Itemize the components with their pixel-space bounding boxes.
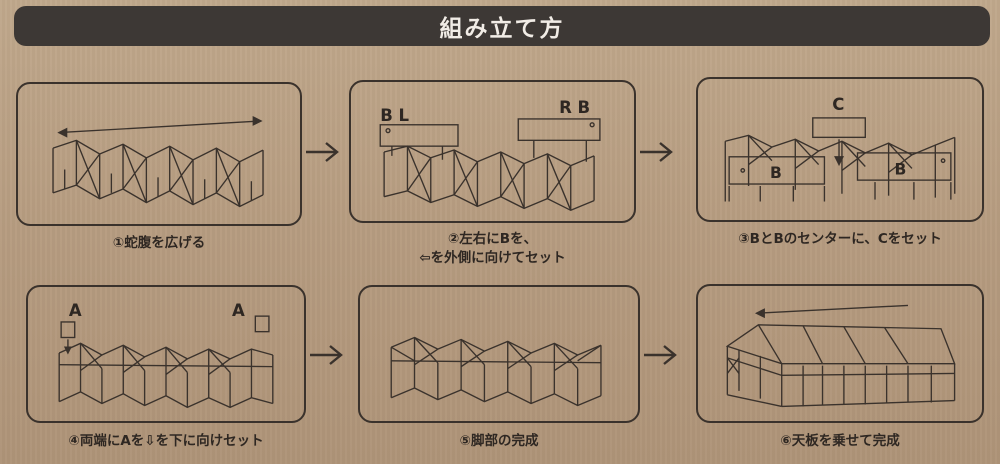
step-2-label-left: B L (380, 106, 409, 125)
step-1-illustration (52, 115, 264, 208)
step-5-illustration (390, 336, 602, 407)
step-3-caption: ③BとBのセンターに、Cをセット (738, 231, 942, 247)
arrow-right-icon (638, 140, 674, 164)
step-3-illustration: C (724, 95, 956, 202)
step-6-illustration (725, 304, 956, 408)
page-title: 組み立て方 (439, 16, 565, 42)
step-4-illustration: A A (58, 301, 274, 409)
step-5-caption: ⑤脚部の完成 (459, 433, 539, 449)
step-3-label-b2: B (894, 160, 906, 178)
step-1-caption: ①蛇腹を広げる (112, 235, 206, 251)
header-banner: 組み立て方 (14, 6, 990, 46)
step-1-panel (16, 82, 302, 226)
step-2-caption: ②左右にBを、 ⇦を外側に向けてセット (419, 231, 566, 266)
step-2-illustration: B L R B (379, 98, 601, 212)
arrow-right-icon (308, 343, 344, 367)
step-6-caption: ⑥天板を乗せて完成 (780, 433, 900, 449)
step-4-label-right: A (232, 301, 245, 320)
step-2-label-right: R B (559, 98, 590, 117)
step-3-label-top: C (832, 95, 844, 114)
step-4-label-left: A (69, 301, 82, 320)
step-4-panel: A A (26, 285, 306, 423)
step-2-panel: B L R B (349, 80, 636, 223)
step-3-panel: C (696, 77, 984, 222)
step-3-label-b1: B (770, 164, 782, 182)
step-5-panel (358, 285, 640, 423)
arrow-right-icon (304, 140, 340, 164)
arrow-right-icon (642, 343, 678, 367)
step-6-panel (696, 284, 984, 423)
step-4-caption: ④両端にAを⇩を下に向けセット (68, 433, 264, 449)
